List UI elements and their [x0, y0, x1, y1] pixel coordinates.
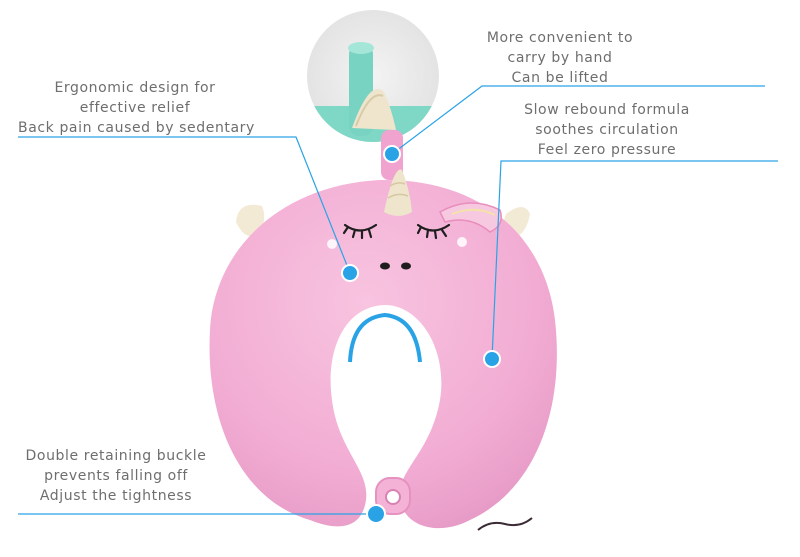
callout-lines [18, 85, 778, 515]
callout-line: carry by hand [507, 50, 613, 66]
hair-swirl [439, 202, 502, 233]
callout-line: Feel zero pressure [537, 142, 677, 158]
callout-line: More convenient to [486, 30, 634, 46]
callout-text-ergonomic: Ergonomic design for effective relief Ba… [18, 78, 255, 138]
unicorn-horn [384, 169, 412, 216]
nose [380, 262, 390, 270]
neck-pillow-body [209, 179, 557, 529]
callout-line: Adjust the tightness [39, 488, 193, 504]
callout-line: prevents falling off [44, 468, 188, 484]
callout-dots [341, 145, 501, 524]
callout-text-carry: More convenient to carry by hand Can be … [480, 28, 640, 88]
callout-line: Can be lifted [511, 70, 609, 86]
callout-line: Ergonomic design for [54, 80, 216, 96]
support-arc [348, 312, 422, 363]
callout-dot-buckle [366, 504, 386, 524]
callout-text-rebound: Slow rebound formula soothes circulation… [515, 100, 699, 160]
callout-dot-face [341, 264, 359, 282]
callout-line: soothes circulation [535, 122, 679, 138]
callout-dot-handle [383, 145, 401, 163]
handle-closeup-inset [307, 10, 439, 142]
callout-text-buckle: Double retaining buckle prevents falling… [18, 446, 214, 506]
callout-line: Slow rebound formula [524, 102, 690, 118]
callout-line: effective relief [79, 100, 191, 116]
retaining-buckle [375, 477, 411, 515]
closed-eyes [342, 223, 451, 240]
callout-line: Double retaining buckle [25, 448, 207, 464]
callout-dot-side [483, 350, 501, 368]
callout-line: Back pain caused by sedentary [18, 120, 255, 136]
